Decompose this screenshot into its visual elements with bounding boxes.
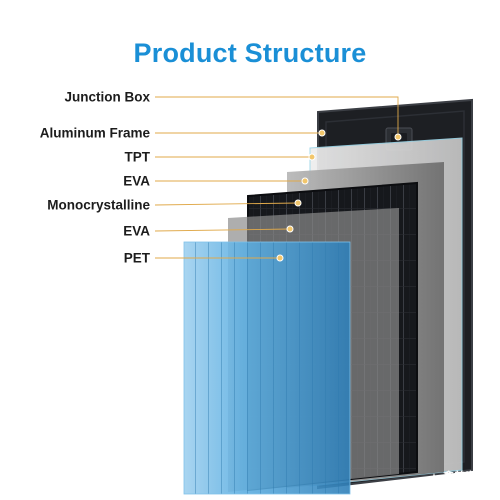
page-title: Product Structure bbox=[133, 38, 367, 68]
brand-mark-icon bbox=[428, 473, 440, 485]
pet-layer bbox=[183, 241, 351, 495]
leader-dot-eva-front bbox=[286, 225, 294, 233]
leader-lines bbox=[154, 96, 402, 262]
label-monocrystalline: Monocrystalline bbox=[47, 197, 150, 213]
leader-line-monocrystalline bbox=[154, 202, 299, 206]
label-eva-back: EVA bbox=[123, 173, 150, 189]
label-eva-front: EVA bbox=[123, 223, 150, 239]
leader-dot-pet bbox=[276, 254, 284, 262]
leader-line-eva-front bbox=[154, 228, 291, 232]
brand-name: 鑫普光 bbox=[443, 470, 476, 483]
leader-dot-eva-back bbox=[301, 177, 309, 185]
brand-subtitle: XINPUGUANG bbox=[443, 482, 478, 487]
leader-dot-tpt bbox=[308, 153, 316, 161]
leader-dot-aluminum-frame bbox=[318, 129, 326, 137]
label-tpt: TPT bbox=[124, 149, 151, 165]
label-junction-box: Junction Box bbox=[64, 89, 150, 105]
leader-dot-junction-box bbox=[394, 133, 402, 141]
label-aluminum-frame: Aluminum Frame bbox=[39, 125, 150, 141]
brand-logo: 鑫普光 XINPUGUANG bbox=[428, 466, 488, 492]
leader-dot-monocrystalline bbox=[294, 199, 302, 207]
leader-line-junction-box bbox=[155, 96, 399, 137]
label-pet: PET bbox=[123, 250, 150, 266]
